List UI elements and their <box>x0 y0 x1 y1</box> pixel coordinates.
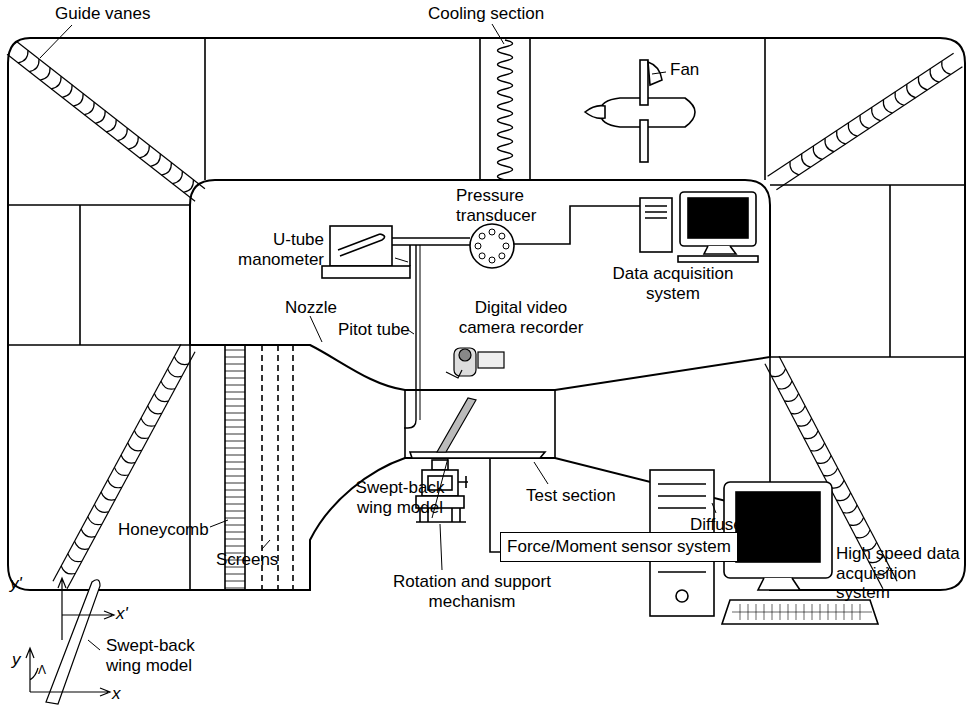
part-label: High speed data acquisition system <box>836 544 962 603</box>
part-label: Test section <box>526 486 616 506</box>
axis-label: Λ <box>38 664 46 678</box>
part-label: Cooling section <box>428 4 544 24</box>
part-label: Pitot tube <box>338 320 410 340</box>
axis-label: x' <box>116 604 128 624</box>
part-label: Nozzle <box>285 298 337 318</box>
sensor-box: Force/Moment sensor system <box>500 532 738 562</box>
part-label: Pressure transducer <box>456 186 548 225</box>
axis-label: y' <box>10 574 22 594</box>
part-label: Guide vanes <box>55 4 150 24</box>
part-label: Swept-back wing model <box>106 636 202 675</box>
part-label: Swept-back wing model <box>350 478 450 517</box>
part-label: Digital video camera recorder <box>452 298 590 337</box>
part-label: Screens <box>216 550 278 570</box>
part-label: Fan <box>670 60 699 80</box>
part-label: Rotation and support mechanism <box>382 572 562 611</box>
axis-label: y <box>12 650 21 670</box>
part-label: Honeycomb <box>118 520 209 540</box>
part-label: U-tube manometer <box>212 230 324 269</box>
axis-label: x <box>112 684 121 704</box>
part-label: Data acquisition system <box>598 264 748 303</box>
box-text: Force/Moment sensor system <box>501 537 737 557</box>
